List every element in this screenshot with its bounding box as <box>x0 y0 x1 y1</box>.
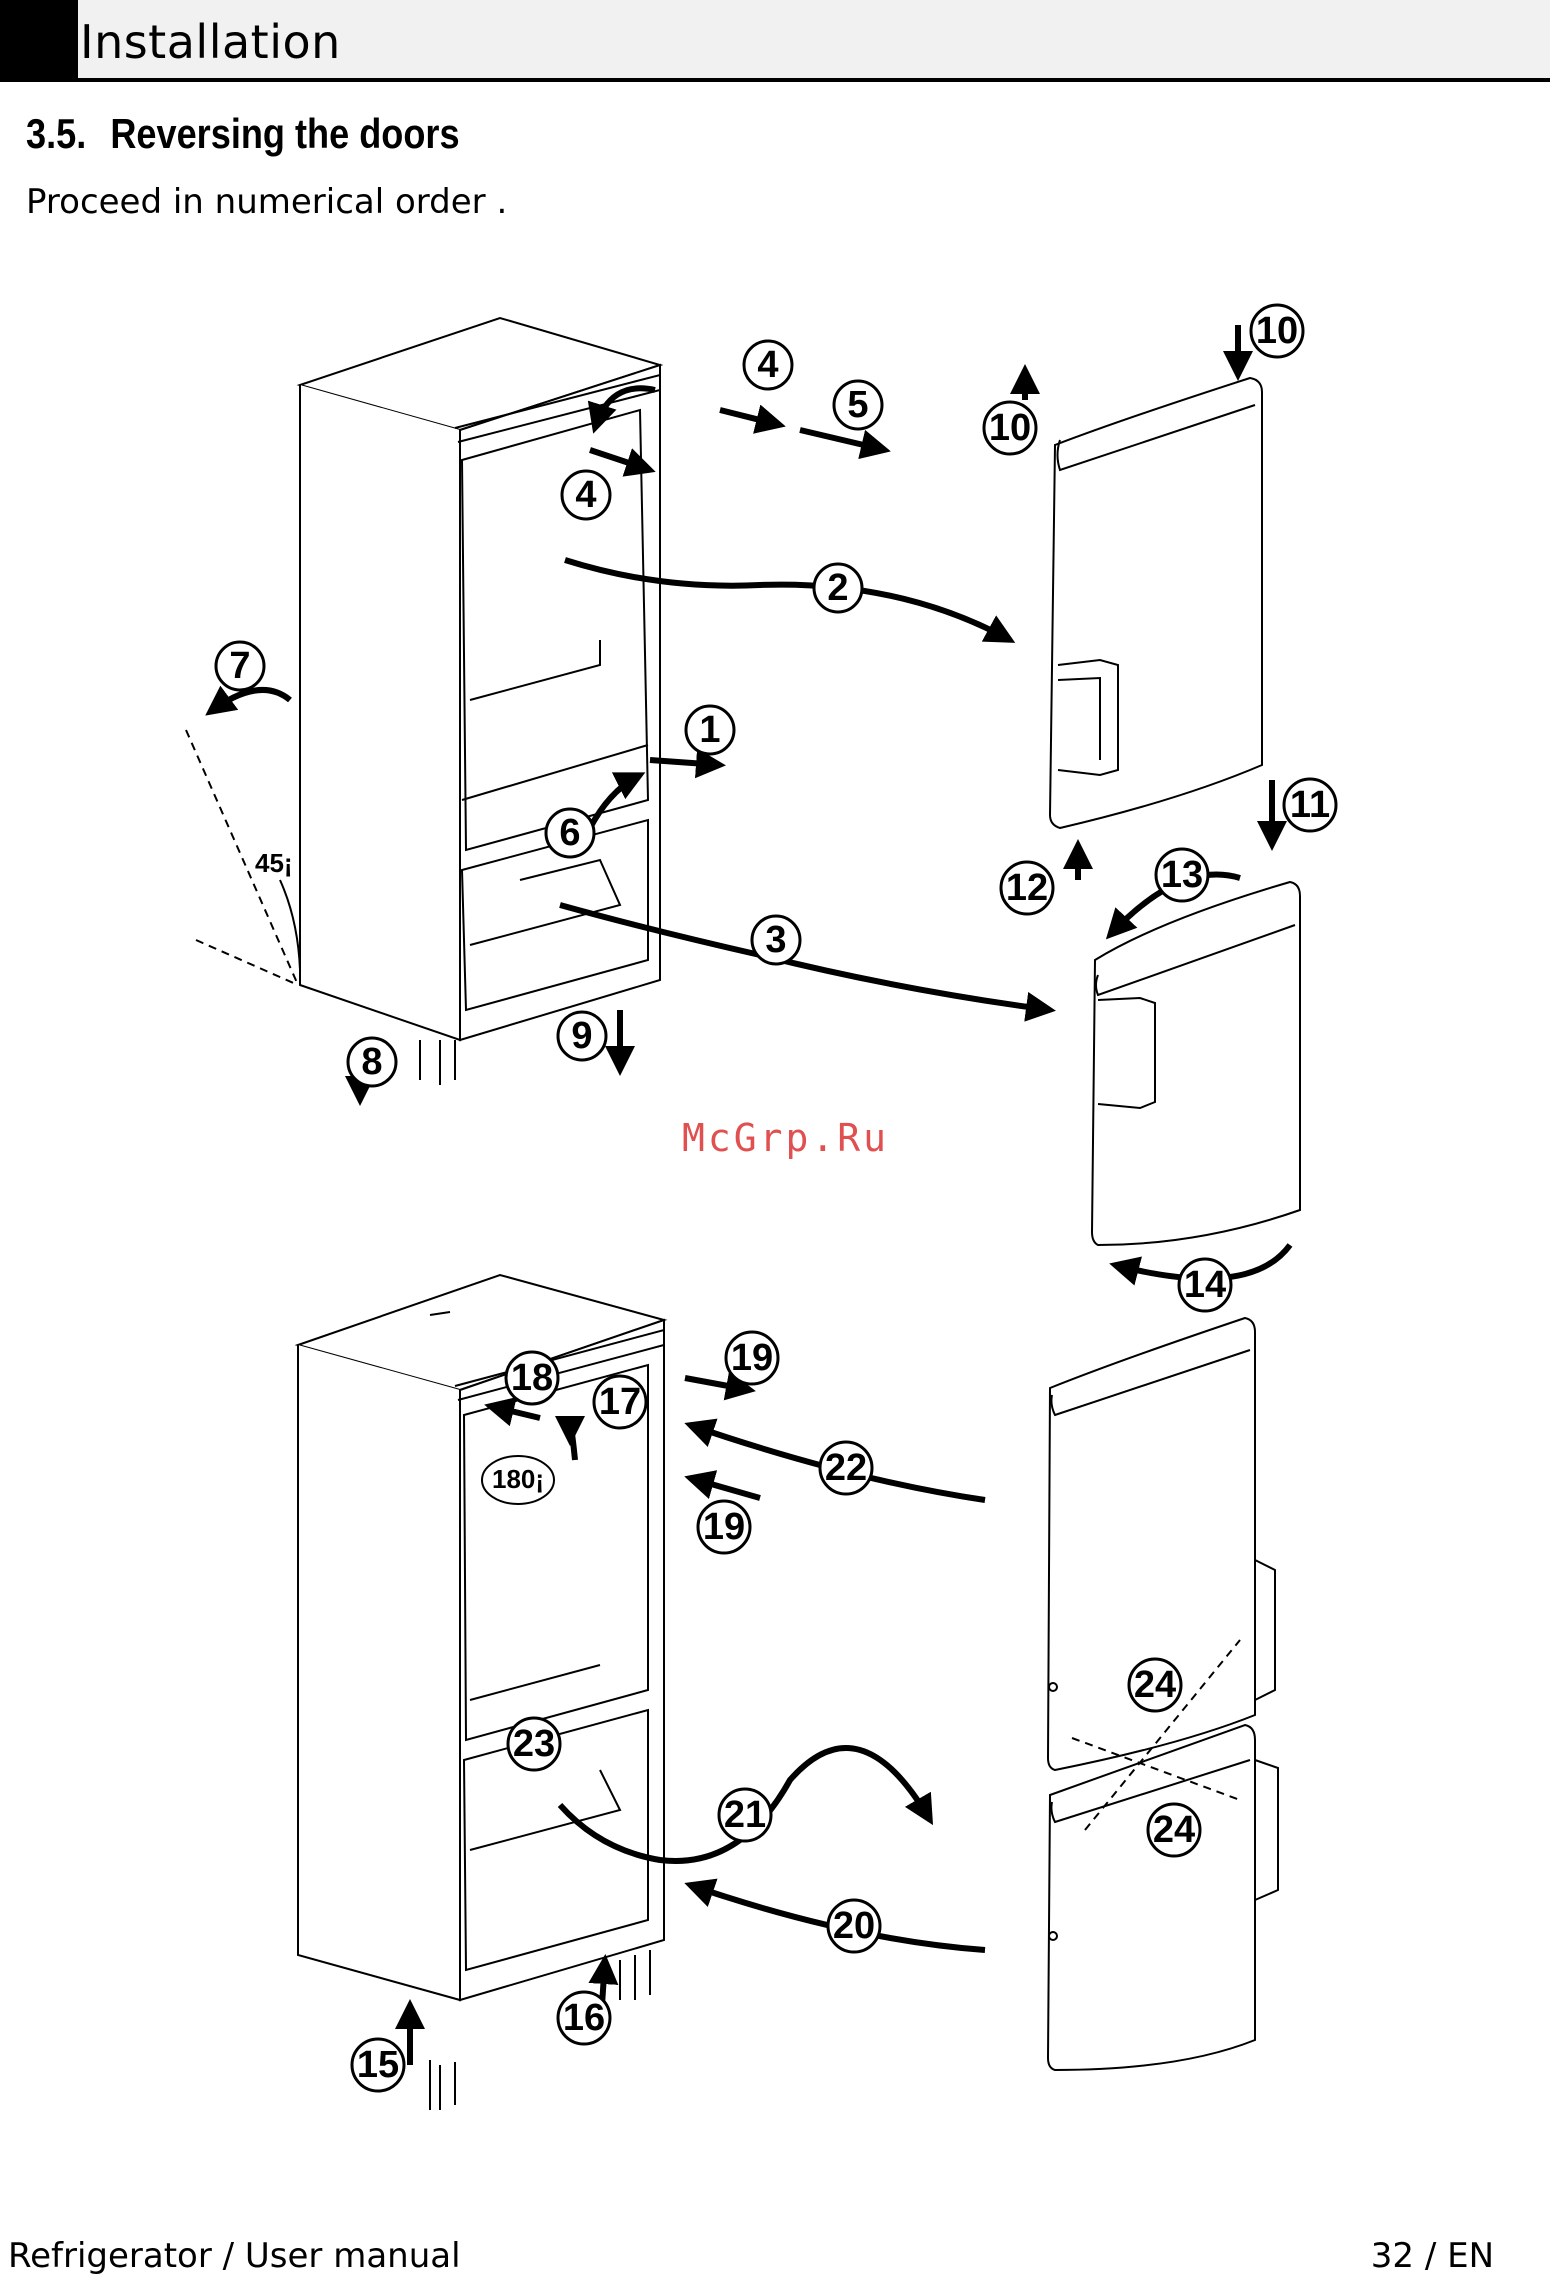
footer-doc-title: Refrigerator / User manual <box>8 2236 461 2276</box>
footer-page-number: 32 / EN <box>1371 2236 1494 2276</box>
section-title: Reversing the doors <box>110 110 459 157</box>
step-8-label: 8 <box>361 1041 382 1083</box>
lower-door-bottom <box>1048 1725 1278 2070</box>
header-black-tab <box>0 0 78 80</box>
step-13-label: 13 <box>1161 854 1203 896</box>
step-10b-label: 10 <box>1256 310 1298 352</box>
step-5-label: 5 <box>847 384 868 426</box>
angle-arc <box>280 880 300 970</box>
step-23-label: 23 <box>513 1723 555 1765</box>
section-number: 3.5. <box>26 110 86 157</box>
upper-door-top <box>1050 378 1262 828</box>
step-19b-label: 19 <box>703 1506 745 1548</box>
step-18-label: 18 <box>511 1357 553 1399</box>
step-4a-label: 4 <box>757 344 778 386</box>
step-7-label: 7 <box>229 645 250 687</box>
header-rule <box>0 78 1550 82</box>
angle-45-label: 45¡ <box>255 848 293 878</box>
step-2-label: 2 <box>827 567 848 609</box>
step-9-label: 9 <box>571 1015 592 1057</box>
lower-door-top <box>1092 882 1300 1245</box>
step-19a-label: 19 <box>731 1337 773 1379</box>
step-3-label: 3 <box>765 919 786 961</box>
step-6-label: 6 <box>559 812 580 854</box>
angle-180-label: 180¡ <box>492 1464 544 1494</box>
step-17-label: 17 <box>599 1381 641 1423</box>
step-16-label: 16 <box>563 1997 605 2039</box>
step-4b-label: 4 <box>575 474 596 516</box>
step-22-label: 22 <box>825 1447 867 1489</box>
door-reversal-diagram: 1 2 3 4 4 5 6 7 8 9 10 10 11 12 13 14 15… <box>0 180 1550 2140</box>
step-10a-label: 10 <box>989 407 1031 449</box>
fridge-cabinet-top <box>300 318 660 1085</box>
step-24a-label: 24 <box>1134 1664 1176 1706</box>
step-11-label: 11 <box>1290 784 1330 826</box>
step-12-label: 12 <box>1006 867 1048 909</box>
watermark: McGrp.Ru <box>682 1116 889 1160</box>
step-20-label: 20 <box>833 1905 875 1947</box>
header-title: Installation <box>80 14 341 70</box>
step-14-label: 14 <box>1184 1264 1226 1306</box>
step-1-label: 1 <box>699 709 720 751</box>
section-heading: 3.5. Reversing the doors <box>26 110 460 158</box>
step-15-label: 15 <box>357 2044 399 2086</box>
step-21-label: 21 <box>724 1794 766 1836</box>
step-24b-label: 24 <box>1153 1809 1195 1851</box>
